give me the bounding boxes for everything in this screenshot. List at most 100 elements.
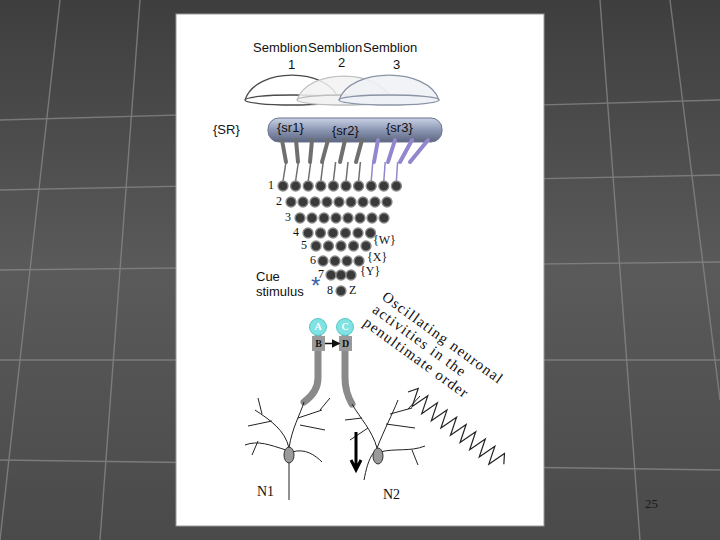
- zigzag: [403, 385, 510, 472]
- stimulus-label: Cue stimulus: [256, 270, 320, 300]
- fan-line: [283, 162, 286, 181]
- node-text: A: [314, 322, 321, 332]
- sr3-stalks: [374, 140, 428, 162]
- set-label: {sr2}: [332, 124, 359, 139]
- set-label: {sr3}: [386, 121, 413, 136]
- white-panel: [176, 14, 544, 526]
- set-label: {SR}: [213, 123, 240, 138]
- stalk: [322, 140, 328, 162]
- inhibition-arrow: [325, 343, 339, 345]
- stalk: [310, 140, 312, 162]
- neuron-dot: [361, 241, 371, 251]
- cone-base: [339, 95, 439, 105]
- stalk: [296, 140, 298, 162]
- neuron-dot: [349, 241, 359, 251]
- neuron-dot: [379, 181, 389, 191]
- grid-line: [100, 0, 140, 540]
- semblion-cone: Semblion3: [338, 72, 440, 106]
- neuron-dot: [307, 213, 317, 223]
- node-text: C: [341, 322, 348, 332]
- output-arrow: [351, 432, 361, 470]
- sr-band: [268, 118, 442, 142]
- neuron-dot: [354, 181, 364, 191]
- neuron-dot: [336, 286, 346, 296]
- neuron-dot: [316, 228, 326, 238]
- row-number: 3: [285, 211, 291, 225]
- neuron-dot: [334, 197, 344, 207]
- fan-line: [359, 162, 361, 181]
- fan-line: [346, 162, 348, 181]
- row-number: 5: [301, 239, 307, 253]
- neuron-dot: [322, 197, 332, 207]
- fan-line: [296, 162, 299, 181]
- neuron-grid: [278, 181, 401, 296]
- set-label: {sr1}: [277, 121, 304, 136]
- neuron-dot: [341, 228, 351, 238]
- node-text: D: [342, 339, 349, 349]
- fan-line: [371, 162, 373, 181]
- stalk: [388, 140, 395, 162]
- neuron-dot: [343, 213, 353, 223]
- neuron-dot: [346, 270, 356, 280]
- dendrites: [245, 398, 330, 500]
- fan-line: [384, 162, 385, 181]
- neuron-dot: [328, 181, 338, 191]
- spine-neck: D: [339, 336, 352, 351]
- neuron-dot: [331, 213, 341, 223]
- neuron-dot: [298, 197, 308, 207]
- stalk: [340, 140, 345, 162]
- neuron-dot: [346, 197, 356, 207]
- neuron-dot: [324, 241, 334, 251]
- fan-line: [333, 162, 335, 181]
- neuron-dot: [391, 181, 401, 191]
- semblion-number: 1: [288, 58, 295, 73]
- stalk: [410, 140, 428, 162]
- stalk: [282, 140, 286, 162]
- neuron-dot: [336, 270, 346, 280]
- fan-line: [396, 162, 397, 181]
- row-number: 4: [293, 226, 299, 240]
- neuron-dot: [291, 181, 301, 191]
- neuron-dot: [303, 181, 313, 191]
- row-number: 1: [268, 179, 274, 193]
- spine-neck: B: [312, 336, 325, 351]
- spine-head: C: [336, 318, 354, 336]
- neuron-dot: [311, 241, 321, 251]
- neuron-dot: [310, 197, 320, 207]
- neuron-dot: [303, 228, 313, 238]
- sr1-stalks: [282, 140, 362, 162]
- neuron-n2: [345, 396, 425, 480]
- neuron-dot: [326, 270, 336, 280]
- neuron-name: N1: [257, 484, 274, 500]
- row-number: 8: [327, 284, 333, 298]
- soma: [373, 448, 383, 464]
- neuron-dot: [286, 197, 296, 207]
- neuron-dot: [379, 213, 389, 223]
- neuron-dot: [278, 181, 288, 191]
- set-label: {X}: [367, 251, 387, 265]
- cone-outline: [338, 72, 440, 106]
- soma: [284, 447, 294, 463]
- row-number: 2: [276, 195, 282, 209]
- neuron-dot: [295, 213, 305, 223]
- spine-head: A: [309, 318, 327, 336]
- neuron-name: N2: [383, 487, 400, 503]
- neuron-dot: [316, 181, 326, 191]
- neuron-dot: [366, 181, 376, 191]
- stimulus-mark: *: [311, 272, 320, 300]
- neuron-dot: [330, 256, 340, 266]
- neuron-dot: [353, 228, 363, 238]
- fan-line: [321, 162, 323, 181]
- neuron-label: Z: [349, 284, 356, 298]
- neuron-dot: [355, 213, 365, 223]
- spine-stalks: [304, 336, 352, 404]
- semblion-number: 3: [393, 58, 400, 73]
- semblion-number: 2: [338, 56, 345, 71]
- neuron-n1: [245, 398, 330, 500]
- stalk: [356, 140, 362, 162]
- grid-line: [0, 0, 60, 540]
- neuron-dot: [341, 181, 351, 191]
- grid-line: [670, 0, 720, 400]
